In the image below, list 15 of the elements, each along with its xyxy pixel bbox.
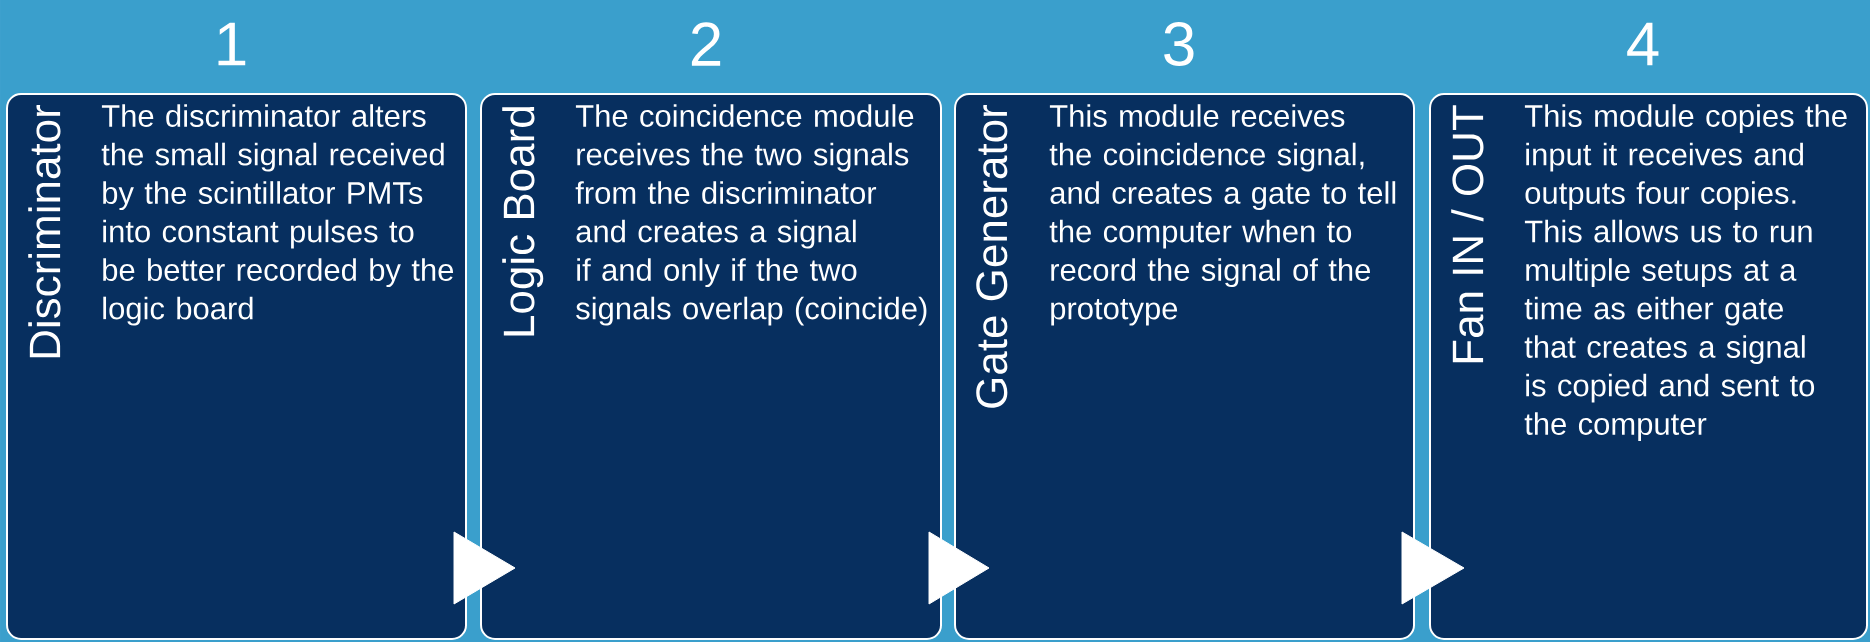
module-description: The coincidence module receives the two signals from the discriminator and creates a signal if and only if the two signals overlap (coincide) xyxy=(575,104,927,326)
module-description: The discriminator alters the small signal received by the scintillator PMTs into constant pulses to be better recorded by the logic board xyxy=(101,104,454,326)
step-number: 2 xyxy=(691,22,721,66)
module-title: Discriminator xyxy=(28,104,61,358)
arrow xyxy=(453,531,516,605)
module-description: This module receives the coincidence signal, and creates a gate to tell the computer when to record the signal of the prototype xyxy=(1049,104,1396,326)
module-description: This module copies the input it receives and outputs four copies. This allows us to run multiple setups at a time as either gate that creates a signal is copied and sent to the computer xyxy=(1524,104,1847,442)
step-number: 3 xyxy=(1164,22,1194,66)
arrow xyxy=(928,531,990,605)
arrow xyxy=(1401,531,1465,605)
module-title: Gate Generator xyxy=(976,105,1008,408)
step-number: 1 xyxy=(218,22,246,66)
module-title: Fan IN / OUT xyxy=(1451,105,1484,363)
module-title: Logic Board xyxy=(502,107,544,336)
step-number: 4 xyxy=(1627,22,1659,66)
